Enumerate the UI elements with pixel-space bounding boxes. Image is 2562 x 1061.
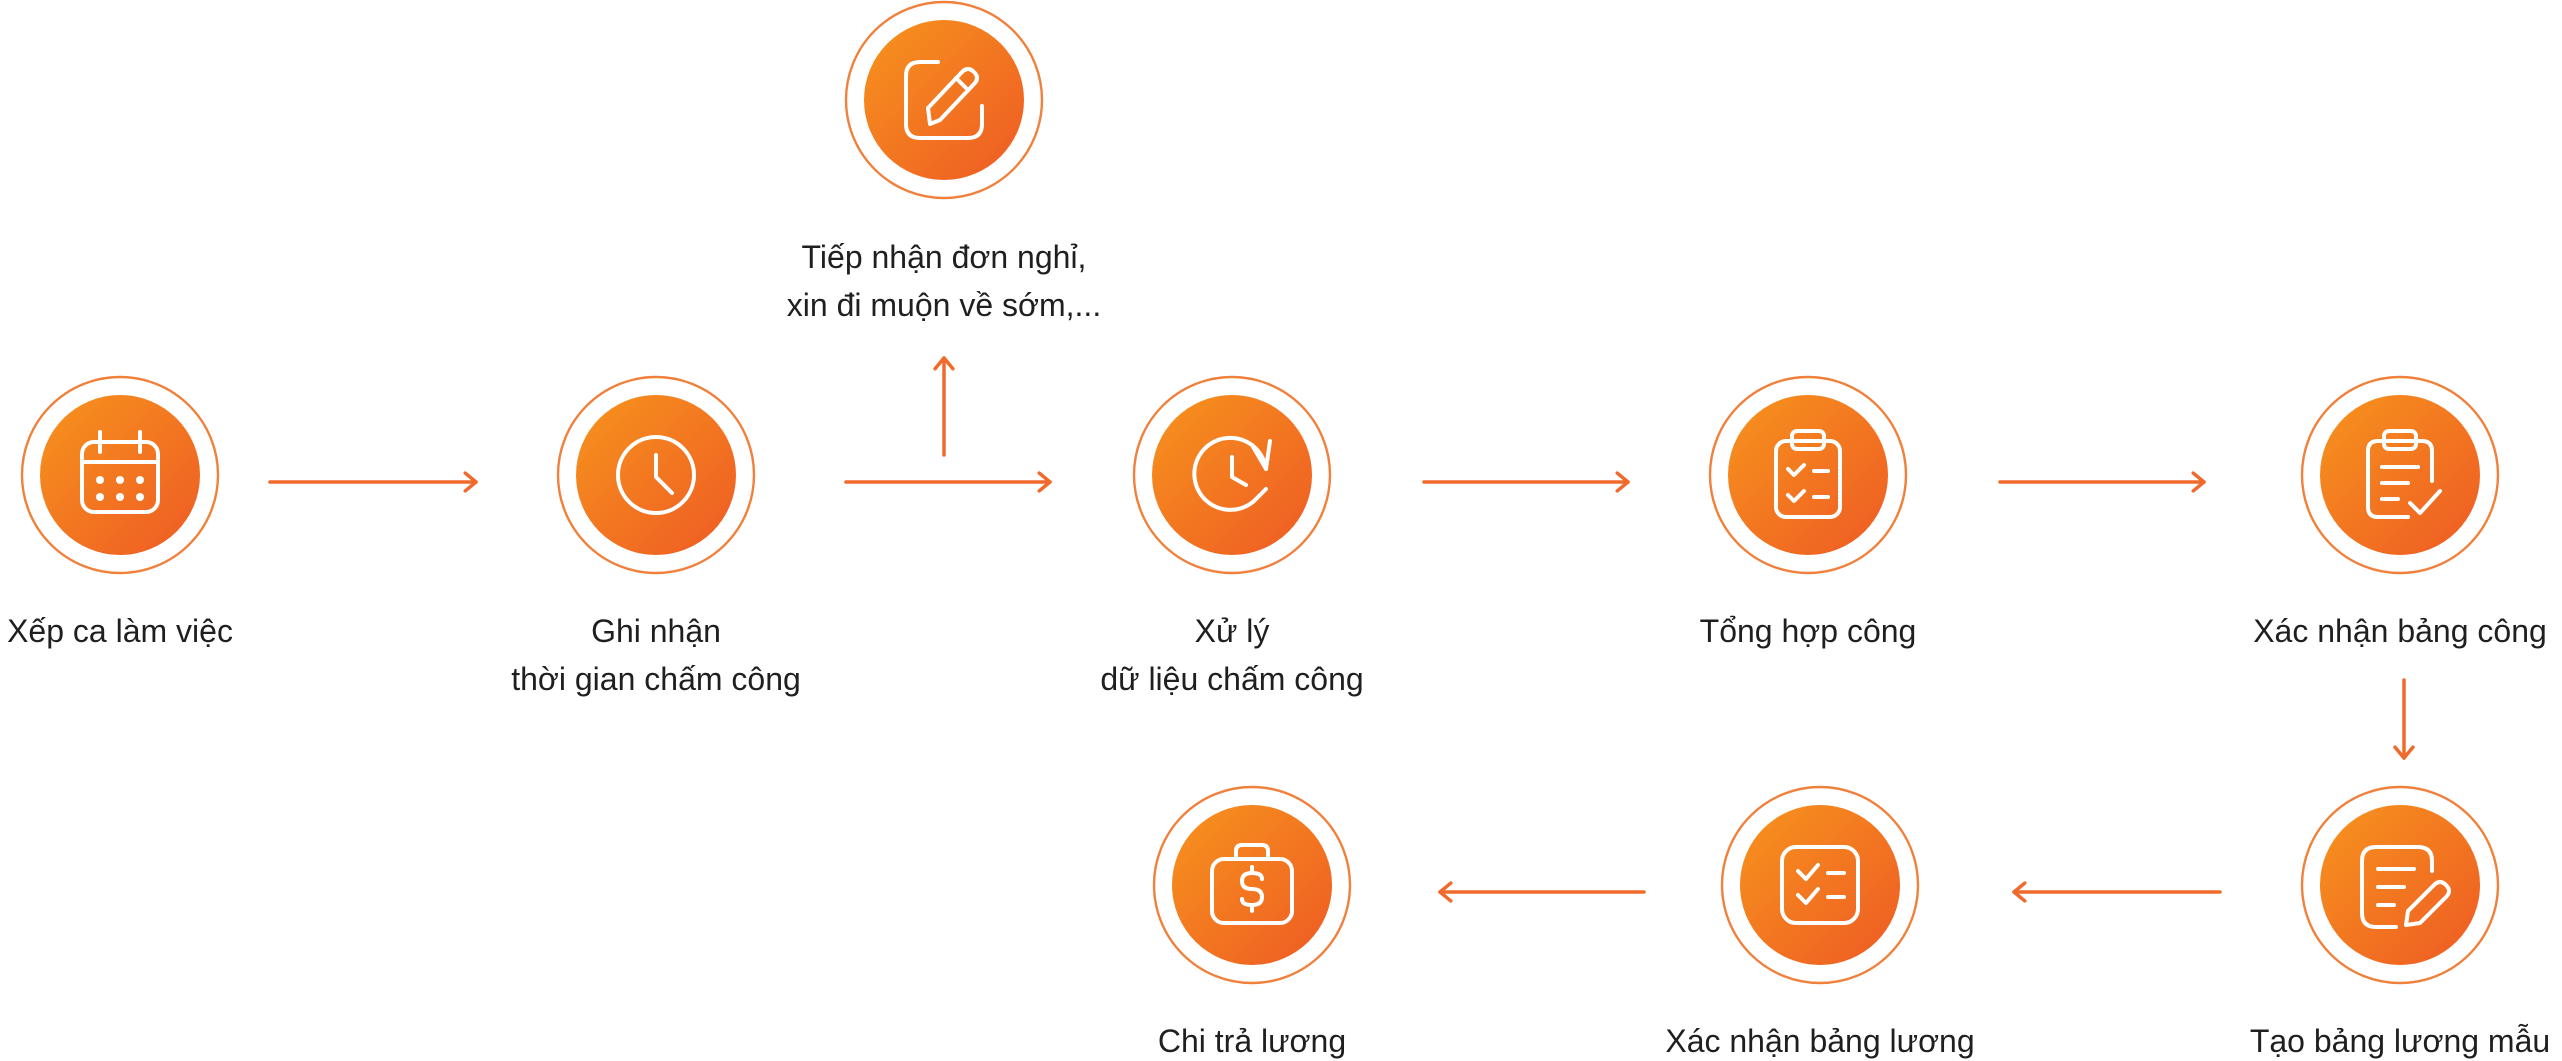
step-disc <box>1740 805 1900 965</box>
step-node-xu-ly: Xử lý dữ liệu chấm công <box>1100 375 1364 697</box>
step-node-xac-nhan-luong: Xác nhận bảng lương <box>1665 785 1975 1059</box>
step-node-tong-hop: Tổng hợp công <box>1700 375 1917 649</box>
step-label-line: Tạo bảng lương mẫu <box>2250 1023 2550 1059</box>
step-disc <box>40 395 200 555</box>
step-label-line: Xác nhận bảng công <box>2253 613 2547 649</box>
step-label-line: xin đi muộn về sớm,... <box>787 287 1101 323</box>
step-disc <box>1728 395 1888 555</box>
flow-arrow-tao-bang-to-xac-nhan-luong <box>2012 881 2222 903</box>
flow-arrow-xac-nhan-cong-to-tao-bang <box>2393 678 2415 760</box>
arrow-head <box>2191 471 2206 493</box>
step-label-line: thời gian chấm công <box>511 661 801 697</box>
step-label-line: Chi trả lương <box>1158 1023 1346 1059</box>
step-node-xep-ca: Xếp ca làm việc <box>7 375 233 649</box>
step-node-ghi-nhan: Ghi nhận thời gian chấm công <box>511 375 801 697</box>
step-label-line: Xử lý <box>1195 613 1270 649</box>
arrow-head <box>933 356 955 371</box>
step-node-tiep-nhan: Tiếp nhận đơn nghỉ, xin đi muộn về sớm,..… <box>787 0 1101 323</box>
step-label-line: Tiếp nhận đơn nghỉ, <box>802 239 1087 275</box>
step-disc <box>864 20 1024 180</box>
step-disc <box>2320 395 2480 555</box>
step-node-chi-tra: Chi trả lương <box>1152 785 1352 1059</box>
arrow-head <box>1438 881 1453 903</box>
flow-arrow-xac-nhan-luong-to-chi-tra <box>1438 881 1646 903</box>
step-label-line: Ghi nhận <box>591 613 721 649</box>
arrow-head <box>2393 745 2415 760</box>
step-label-line: dữ liệu chấm công <box>1100 661 1363 697</box>
flow-arrow-ghi-nhan-to-tiep-nhan <box>933 356 955 457</box>
arrows-layer <box>268 356 2415 903</box>
arrow-head <box>463 471 478 493</box>
step-node-xac-nhan-cong: Xác nhận bảng công <box>2253 375 2547 649</box>
arrow-head <box>1037 471 1052 493</box>
step-label-line: Xác nhận bảng lương <box>1665 1023 1974 1059</box>
flow-arrow-xep-ca-to-ghi-nhan <box>268 471 478 493</box>
step-disc <box>1172 805 1332 965</box>
step-label-line: Xếp ca làm việc <box>7 613 233 649</box>
flow-arrow-ghi-nhan-to-xu-ly <box>844 471 1052 493</box>
arrow-head <box>2012 881 2027 903</box>
arrow-head <box>1615 471 1630 493</box>
step-label-line: Tổng hợp công <box>1700 613 1917 649</box>
nodes-layer: Xếp ca làm việc Ghi nhận thời gian chấm cô… <box>7 0 2550 1059</box>
flow-arrow-xu-ly-to-tong-hop <box>1422 471 1630 493</box>
flow-arrow-tong-hop-to-xac-nhan-cong <box>1998 471 2206 493</box>
step-node-tao-bang: Tạo bảng lương mẫu <box>2250 785 2550 1059</box>
